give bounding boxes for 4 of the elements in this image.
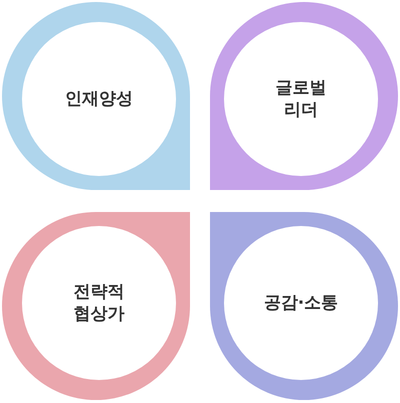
node-label: 글로벌 리더 <box>274 76 328 122</box>
node-label: 인재양성 <box>64 88 134 110</box>
node-label: 전략적 협상가 <box>72 280 126 326</box>
node-label: 공감·소통 <box>262 292 340 314</box>
